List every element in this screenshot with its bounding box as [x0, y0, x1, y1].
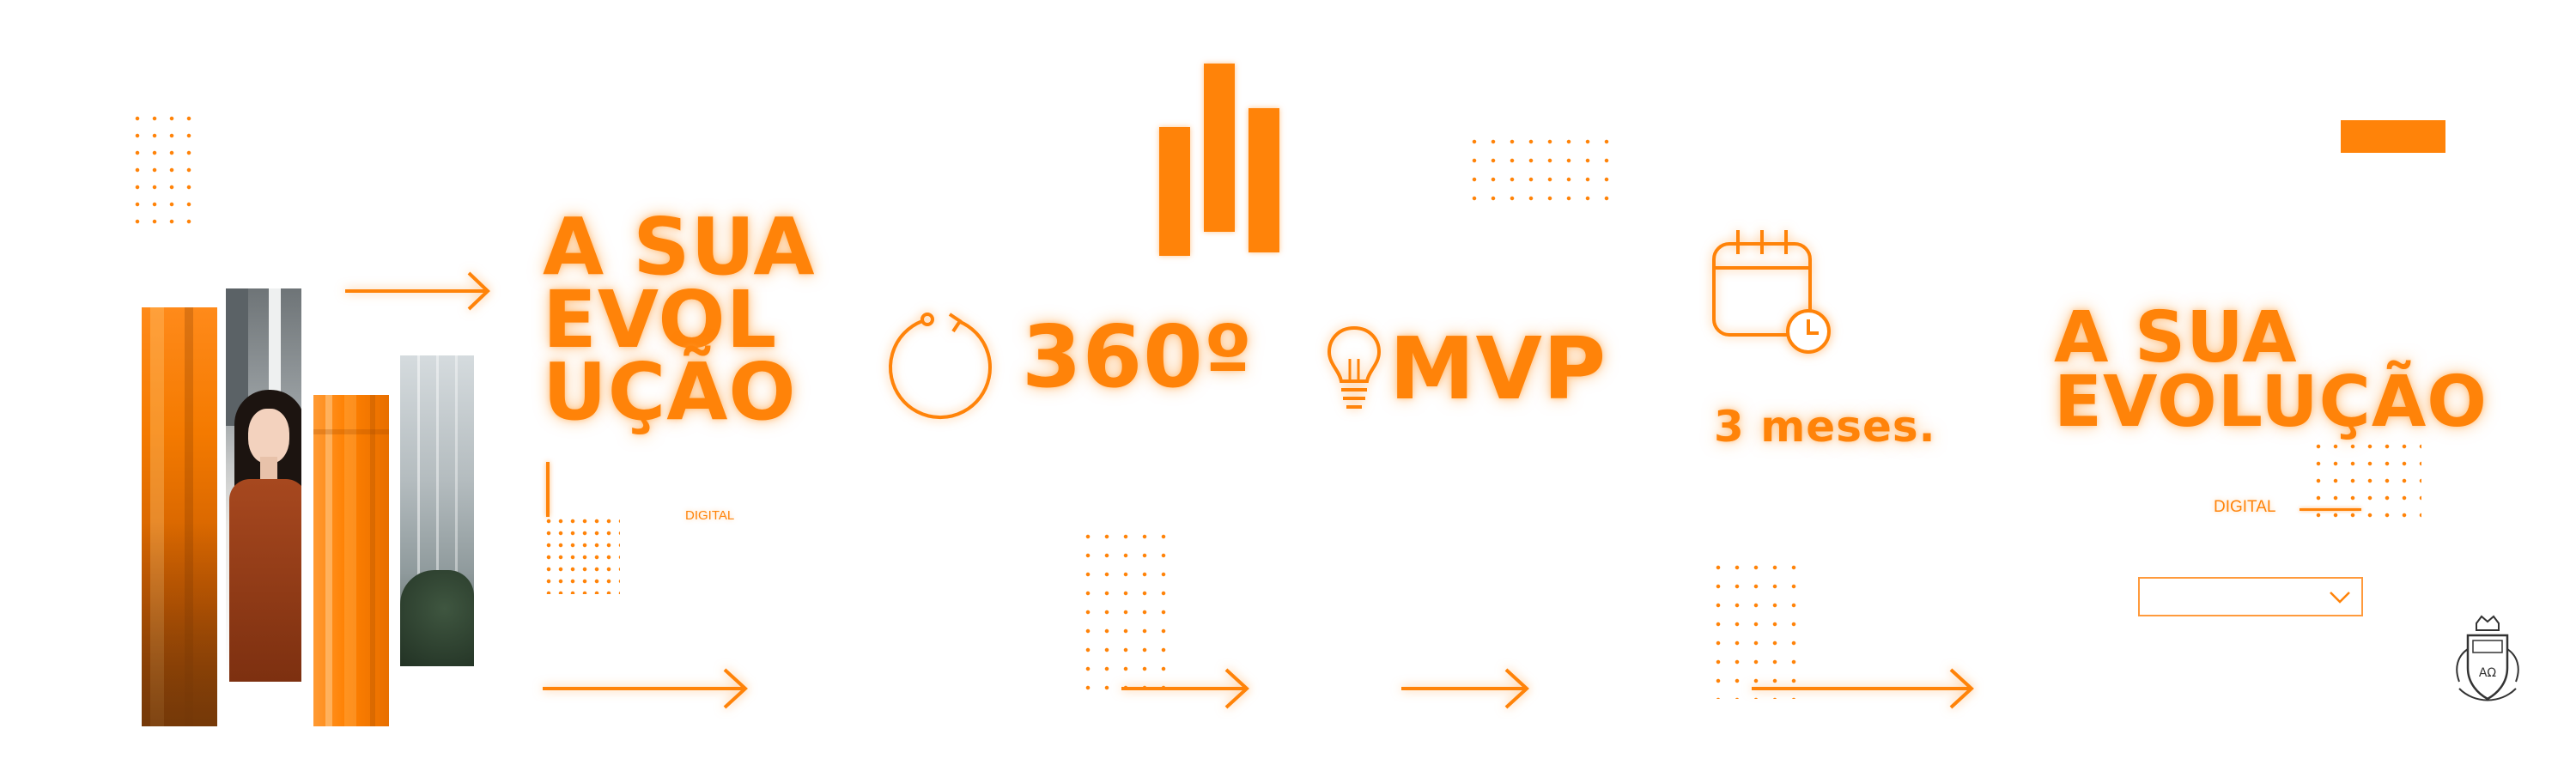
- digital-tag: DIGITAL: [685, 508, 735, 523]
- coat-of-arms-seal: AΩ: [2456, 615, 2519, 701]
- photo-strip-portrait: [226, 288, 301, 682]
- headline-line: A SUA: [2054, 297, 2298, 379]
- underline-accent: [2300, 508, 2361, 511]
- lightbulb-icon: [1327, 325, 1382, 409]
- dropdown-select[interactable]: [2138, 577, 2363, 616]
- digital-tag: DIGITAL: [2214, 498, 2276, 516]
- dot-grid-panel-3-top: [1465, 132, 1616, 209]
- headline-line: A SUA: [543, 201, 816, 293]
- vertical-divider: [546, 462, 550, 517]
- orange-accent-bar: [2341, 120, 2445, 153]
- dot-grid-panel-4-bottom: [1709, 558, 1803, 699]
- mvp-label: MVP: [1389, 319, 1607, 419]
- arrow-right-icon: [345, 271, 490, 311]
- arrow-right-icon: [1401, 668, 1529, 709]
- panel-1-headline: A SUA EVOL UÇÃO: [543, 201, 816, 439]
- arrow-right-icon: [543, 668, 748, 709]
- dot-grid-top-left: [129, 110, 197, 230]
- photo-strip-orange-2: [313, 395, 389, 726]
- arrow-right-icon: [1752, 668, 1974, 709]
- dot-grid-panel-1: [543, 515, 620, 594]
- chevron-down-icon: [2330, 592, 2350, 604]
- svg-text:AΩ: AΩ: [2479, 666, 2497, 680]
- headline-line: UÇÃO: [543, 346, 797, 439]
- calendar-clock-icon: [1712, 230, 1831, 354]
- photo-strip-building: [400, 355, 474, 666]
- dot-grid-panel-5: [2310, 438, 2421, 520]
- panel-5-headline: A SUA EVOLUÇÃO: [2054, 297, 2488, 444]
- headline-line: EVOLUÇÃO: [2054, 361, 2488, 444]
- headline-line: EVOL: [543, 273, 778, 366]
- dot-grid-panel-2-bottom: [1078, 527, 1171, 699]
- circular-refresh-icon: [889, 313, 992, 419]
- photo-strip-orange-1: [142, 307, 217, 726]
- stat-360: 360º: [1022, 307, 1254, 407]
- duration-caption: 3 meses.: [1714, 402, 1936, 452]
- bar-chart-icon: [1159, 64, 1288, 261]
- arrow-right-icon: [1121, 668, 1249, 709]
